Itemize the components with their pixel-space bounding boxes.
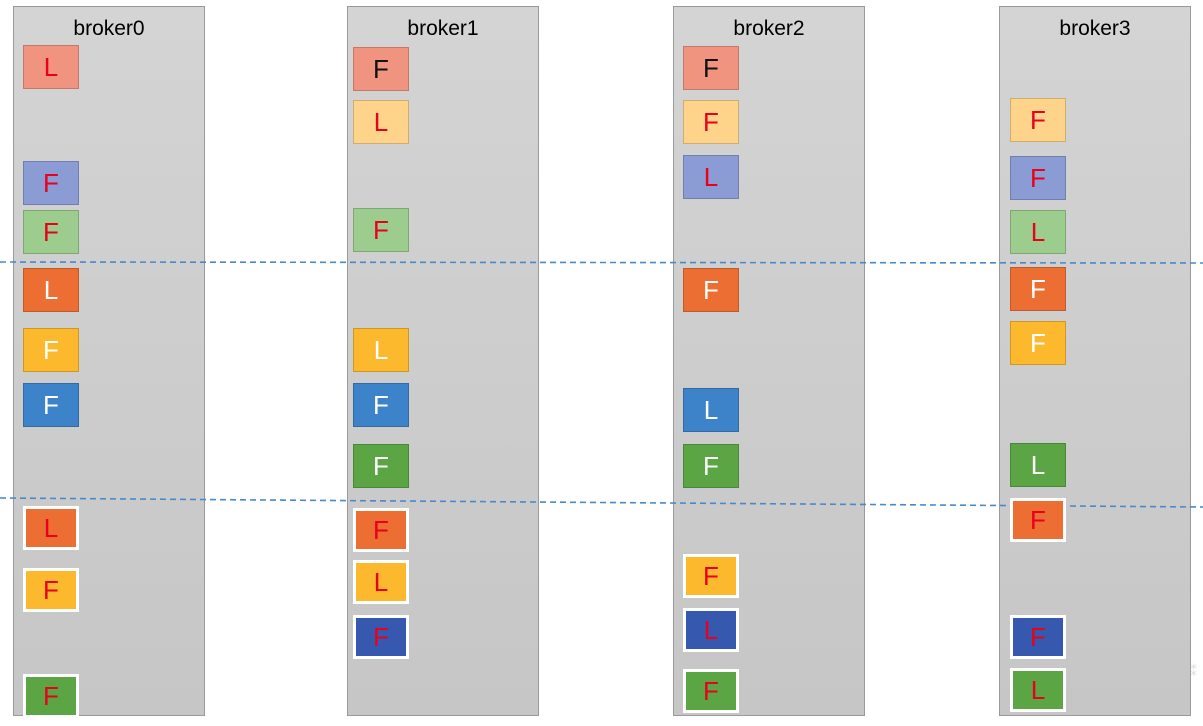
partition-follower-box: F (23, 568, 79, 612)
partition-follower-box: F (683, 100, 739, 144)
partition-leader-box: L (1010, 668, 1066, 712)
partition-leader-box: L (683, 388, 739, 432)
broker-title: broker2 (733, 17, 805, 40)
partition-follower-box: F (353, 47, 409, 91)
partition-follower-box: F (353, 508, 409, 552)
partition-follower-box: F (1010, 98, 1066, 142)
partition-leader-box: L (23, 45, 79, 89)
partition-follower-box: F (683, 554, 739, 598)
partition-leader-box: L (1010, 443, 1066, 487)
partition-follower-box: F (23, 210, 79, 254)
partition-leader-box: L (353, 328, 409, 372)
partition-follower-box: F (683, 444, 739, 488)
partition-follower-box: F (23, 674, 79, 718)
partition-leader-box: L (683, 155, 739, 199)
partition-follower-box: F (1010, 267, 1066, 311)
partition-follower-box: F (23, 383, 79, 427)
partition-follower-box: F (683, 669, 739, 713)
watermark-glyph: ⁑ (1190, 664, 1198, 679)
partition-follower-box: F (683, 46, 739, 90)
partition-leader-box: L (353, 100, 409, 144)
partition-leader-box: L (23, 506, 79, 550)
partition-leader-box: L (1010, 210, 1066, 254)
partition-follower-box: F (1010, 498, 1066, 542)
partition-follower-box: F (683, 268, 739, 312)
partition-follower-box: F (23, 328, 79, 372)
partition-follower-box: F (353, 615, 409, 659)
partition-follower-box: F (23, 161, 79, 205)
broker-title: broker3 (1059, 17, 1131, 40)
partition-follower-box: F (1010, 156, 1066, 200)
broker-title: broker1 (407, 17, 479, 40)
partition-leader-box: L (683, 608, 739, 652)
partition-follower-box: F (353, 383, 409, 427)
partition-follower-box: F (353, 444, 409, 488)
broker-title: broker0 (73, 17, 145, 40)
partition-follower-box: F (1010, 615, 1066, 659)
partition-follower-box: F (353, 208, 409, 252)
partition-leader-box: L (353, 560, 409, 604)
partition-follower-box: F (1010, 321, 1066, 365)
partition-leader-box: L (23, 268, 79, 312)
